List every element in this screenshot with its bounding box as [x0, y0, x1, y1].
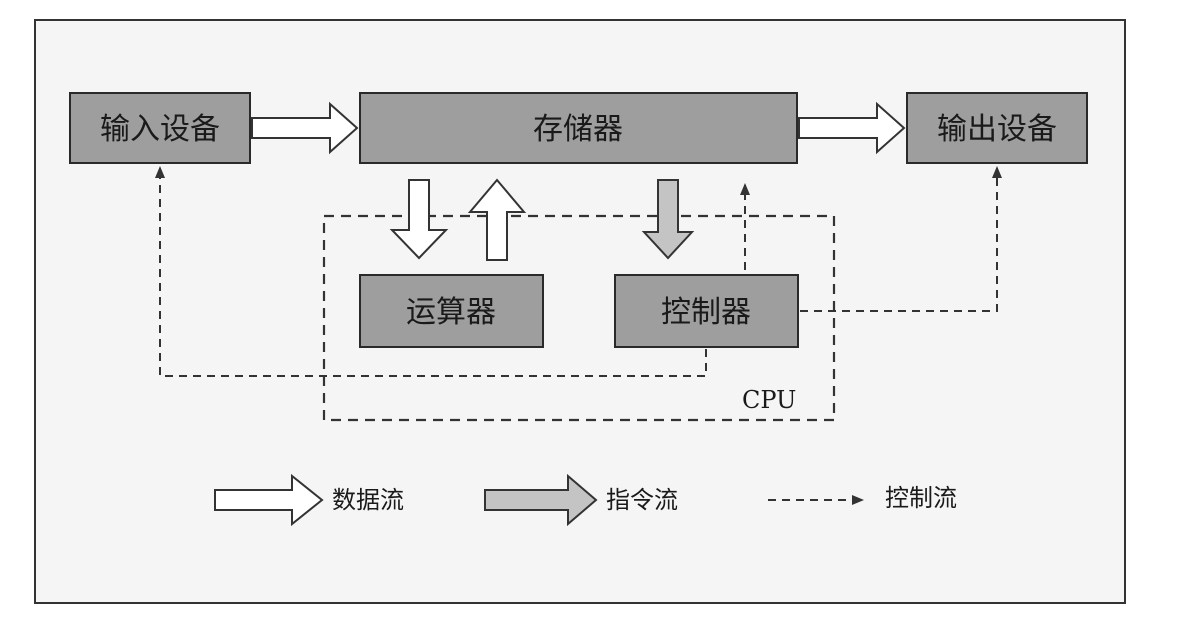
data-flow-arrow-memory-to-alu: [389, 179, 449, 260]
output-device-box: 输出设备: [906, 92, 1088, 164]
instruction-flow-arrow-memory-to-controller: [641, 179, 695, 260]
legend-data-flow-arrow: [214, 473, 324, 527]
data-flow-arrow-memory-to-output: [798, 101, 906, 155]
legend-instruction-flow-label: 指令流: [606, 486, 678, 514]
data-flow-arrow-input-to-memory: [251, 101, 359, 155]
output-device-label: 输出设备: [937, 112, 1057, 147]
cpu-boundary: [322, 214, 836, 422]
data-flow-arrow-alu-to-memory: [467, 178, 527, 261]
alu-box: 运算器: [359, 274, 544, 348]
control-flow-controller-to-input: [155, 166, 707, 377]
controller-box: 控制器: [614, 274, 799, 348]
controller-label: 控制器: [661, 295, 751, 330]
input-device-label: 输入设备: [100, 112, 220, 147]
legend: 数据流 指令流 控制流: [214, 473, 957, 527]
legend-data-flow-label: 数据流: [332, 486, 404, 514]
memory-label: 存储器: [533, 112, 623, 147]
legend-instruction-flow-arrow: [484, 473, 598, 527]
cpu-label: CPU: [742, 386, 796, 414]
legend-control-flow-label: 控制流: [885, 484, 957, 512]
memory-box: 存储器: [359, 92, 798, 164]
control-flow-controller-to-output: [800, 166, 1002, 312]
input-device-box: 输入设备: [69, 92, 251, 164]
alu-label: 运算器: [406, 295, 496, 330]
